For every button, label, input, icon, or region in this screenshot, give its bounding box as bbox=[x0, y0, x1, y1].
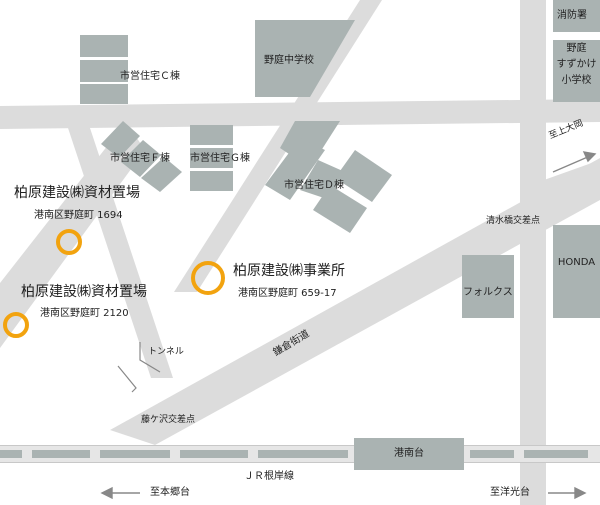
label-to-yokodai: 至洋光台 bbox=[490, 487, 530, 498]
block-shiei-f-3 bbox=[141, 157, 182, 192]
label-office-address: 港南区野庭町 659-17 bbox=[238, 288, 337, 299]
block-shiei-d-2 bbox=[265, 138, 325, 200]
label-office-name: 柏原建設㈱事業所 bbox=[233, 263, 345, 279]
marker-site-2120 bbox=[3, 312, 29, 338]
block-shiei-g-2 bbox=[190, 148, 233, 168]
label-site-2120-address: 港南区野庭町 2120 bbox=[40, 308, 129, 319]
tunnel-marks bbox=[117, 342, 161, 393]
block-shiei-c-1 bbox=[80, 35, 128, 57]
label-noba-elementary-2: すずかけ bbox=[556, 59, 597, 70]
label-tunnel: トンネル bbox=[148, 347, 184, 357]
block-shiei-c-2 bbox=[80, 60, 128, 82]
label-shimizubashi-intersection: 清水橋交差点 bbox=[486, 216, 541, 226]
block-noba-junior-high bbox=[255, 20, 355, 97]
block-honda bbox=[553, 225, 600, 318]
location-markers bbox=[3, 229, 225, 338]
label-honda: HONDA bbox=[557, 257, 596, 268]
block-shiei-g-3 bbox=[190, 171, 233, 191]
marker-site-1694 bbox=[56, 229, 82, 255]
rail-track-bottom-edge bbox=[0, 462, 600, 463]
buildings bbox=[80, 0, 600, 318]
arrow-to-kamiooka bbox=[552, 155, 591, 173]
label-fire-station: 消防署 bbox=[557, 10, 587, 21]
railway bbox=[0, 438, 600, 470]
label-shiei-c: 市営住宅Ｃ棟 bbox=[120, 71, 180, 82]
block-shiei-d-3 bbox=[335, 150, 392, 202]
label-fujigasawa-intersection: 藤ケ沢交差点 bbox=[141, 415, 196, 425]
block-noba-elementary bbox=[553, 40, 600, 102]
rail-ties bbox=[0, 450, 588, 458]
block-shiei-g-1 bbox=[190, 125, 233, 145]
label-site-1694-name: 柏原建設㈱資材置場 bbox=[14, 185, 140, 201]
label-site-2120-name: 柏原建設㈱資材置場 bbox=[21, 284, 147, 300]
label-folkus: フォルクス bbox=[463, 287, 513, 298]
label-jr-negishi-line: ＪＲ根岸線 bbox=[244, 471, 294, 482]
label-site-1694-address: 港南区野庭町 1694 bbox=[34, 210, 123, 221]
road-upper-right-vertical bbox=[520, 0, 546, 505]
konandai-station-block bbox=[354, 438, 464, 470]
marker-office-659 bbox=[191, 261, 225, 295]
road-upper-diagonal bbox=[174, 0, 382, 292]
block-fire-station bbox=[553, 0, 600, 32]
label-to-hongodai: 至本郷台 bbox=[150, 487, 190, 498]
label-noba-elementary-1: 野庭 bbox=[566, 43, 587, 54]
block-shiei-f-1 bbox=[101, 121, 140, 158]
rail-track-top-edge bbox=[0, 445, 600, 446]
direction-arrows bbox=[100, 151, 597, 500]
label-noba-elementary-3: 小学校 bbox=[561, 75, 592, 86]
block-folkus bbox=[462, 255, 514, 318]
label-shiei-f: 市営住宅Ｆ棟 bbox=[110, 153, 170, 164]
block-shiei-d-5 bbox=[300, 160, 345, 200]
label-konandai-station: 港南台 bbox=[394, 448, 424, 459]
label-shiei-g: 市営住宅Ｇ棟 bbox=[190, 153, 250, 164]
label-shiei-d: 市営住宅Ｄ棟 bbox=[284, 180, 344, 191]
road-left-diagonal bbox=[0, 122, 145, 348]
road-kamakura-kaido bbox=[110, 158, 600, 445]
road-right-connector bbox=[530, 160, 600, 198]
road-inner-diagonal bbox=[66, 122, 173, 378]
block-shiei-c-3 bbox=[80, 84, 128, 104]
block-shiei-f-2 bbox=[121, 140, 161, 177]
label-noba-junior-high: 野庭中学校 bbox=[264, 55, 314, 66]
